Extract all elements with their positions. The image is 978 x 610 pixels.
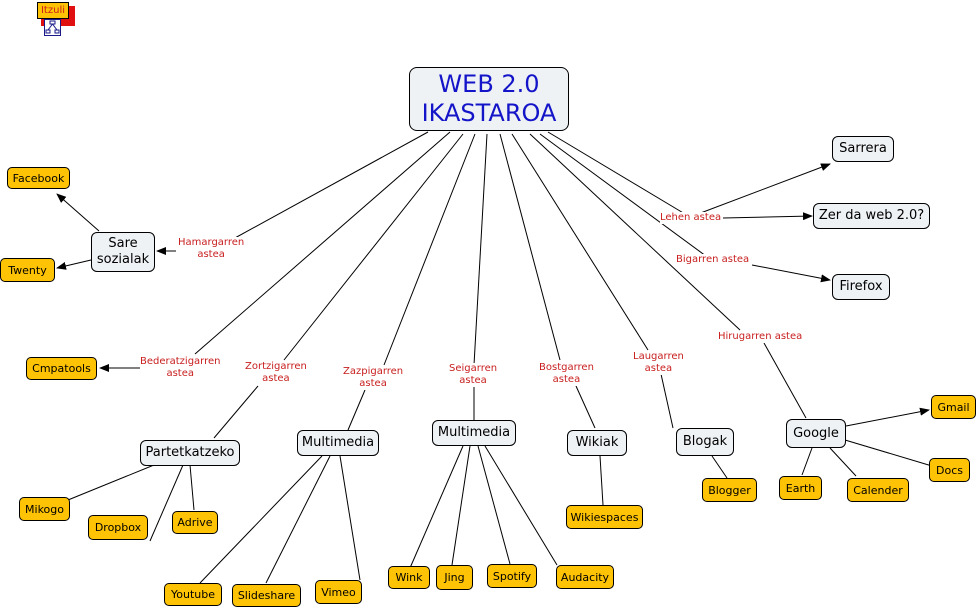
tool-wink[interactable]: Wink	[388, 566, 430, 589]
link-label-text: Lehen astea	[660, 212, 722, 223]
concept-label: Wikiak	[575, 435, 619, 450]
concept-label: Blogak	[682, 434, 728, 449]
concept-firefox[interactable]: Firefox	[832, 274, 890, 300]
link-label-line1: Bederatzigarren	[140, 356, 221, 367]
link-label-week8: Zortzigarren astea	[245, 361, 307, 385]
tool-label: Youtube	[171, 588, 215, 601]
tool-label: Jing	[444, 571, 465, 584]
link-label-line1: Laugarren	[633, 351, 684, 362]
root-title-line2: IKASTAROA	[421, 99, 557, 127]
tool-label: Audacity	[560, 570, 610, 584]
concept-multimedia-week7[interactable]: Multimedia	[297, 430, 379, 456]
link-label-week6: Seigarren astea	[449, 363, 498, 387]
concept-label-line1: Sare	[108, 236, 138, 251]
link-label-line2: astea	[459, 375, 487, 386]
root-node[interactable]: WEB 2.0 IKASTAROA	[409, 67, 569, 131]
tool-label: Facebook	[12, 171, 65, 185]
concept-blogak[interactable]: Blogak	[676, 428, 734, 456]
link-label-line2: astea	[262, 373, 290, 384]
tool-facebook[interactable]: Facebook	[7, 167, 70, 189]
concept-sarrera[interactable]: Sarrera	[832, 136, 894, 162]
concept-label-line2: sozialak	[96, 252, 150, 267]
tool-label: Wink	[395, 571, 423, 584]
tool-label: Wikiespaces	[570, 510, 639, 524]
tool-vimeo[interactable]: Vimeo	[315, 580, 362, 604]
link-label-week1: Lehen astea	[660, 212, 722, 224]
concept-label: Multimedia	[437, 425, 511, 440]
tool-earth[interactable]: Earth	[779, 476, 822, 500]
tool-jing[interactable]: Jing	[436, 565, 473, 590]
tool-label: Gmail	[937, 400, 970, 414]
tool-audacity[interactable]: Audacity	[556, 565, 614, 589]
link-label-line1: Bostgarren	[539, 362, 594, 373]
tool-label: Vimeo	[321, 585, 356, 599]
link-label-week10: Hamargarren astea	[178, 237, 245, 261]
concept-label: Partetkatzeko	[145, 445, 235, 460]
link-label-line2: astea	[359, 378, 387, 389]
concept-wikiak[interactable]: Wikiak	[567, 430, 627, 456]
concept-label: Google	[793, 425, 839, 441]
tool-wikiespaces[interactable]: Wikiespaces	[566, 505, 643, 529]
link-label-line2: astea	[552, 374, 581, 385]
link-label-line1: Zortzigarren	[245, 361, 307, 372]
concept-label: Firefox	[839, 279, 883, 294]
concept-zer-da-web[interactable]: Zer da web 2.0?	[813, 203, 930, 229]
link-label-week9: Bederatzigarren astea	[140, 356, 221, 380]
tool-label: Twenty	[8, 263, 47, 277]
tool-blogger[interactable]: Blogger	[702, 478, 757, 502]
link-label-text: Hirugarren astea	[718, 331, 803, 342]
link-label-line2: astea	[166, 368, 195, 379]
link-label-line1: Seigarren	[449, 363, 498, 374]
tool-youtube[interactable]: Youtube	[164, 583, 222, 606]
tool-label: Docs	[936, 463, 963, 477]
tool-label: Earth	[785, 481, 816, 495]
tool-gmail[interactable]: Gmail	[931, 395, 976, 419]
link-label-line1: Zazpigarren	[343, 366, 404, 377]
tool-cmpatools[interactable]: Cmpatools	[26, 357, 97, 380]
link-label-week2: Bigarren astea	[676, 254, 750, 266]
tool-slideshare[interactable]: Slideshare	[232, 584, 301, 607]
tool-calender[interactable]: Calender	[847, 478, 909, 502]
concept-map-icon[interactable]	[44, 19, 61, 36]
link-label-line2: astea	[644, 363, 673, 374]
concept-google[interactable]: Google	[786, 419, 846, 448]
tool-mikogo[interactable]: Mikogo	[19, 497, 70, 521]
link-label-line1: Hamargarren	[178, 237, 245, 248]
tool-twenty[interactable]: Twenty	[0, 258, 55, 282]
concept-multimedia-week6[interactable]: Multimedia	[432, 420, 516, 446]
root-title-line1: WEB 2.0	[438, 70, 540, 98]
tool-label: Blogger	[708, 483, 751, 497]
tool-label: Slideshare	[237, 589, 296, 602]
tool-label: Dropbox	[94, 521, 142, 534]
concept-label: Multimedia	[301, 435, 375, 450]
concept-label: Zer da web 2.0?	[818, 208, 925, 223]
concept-label: Sarrera	[839, 141, 887, 156]
concept-partetkatzeko[interactable]: Partetkatzeko	[140, 440, 240, 466]
tool-label: Adrive	[177, 516, 213, 529]
tool-spotify[interactable]: Spotify	[487, 564, 537, 588]
tool-docs[interactable]: Docs	[929, 458, 970, 482]
back-button-label: Itzuli	[37, 2, 69, 19]
tool-label: Calender	[853, 483, 903, 497]
link-label-line2: astea	[197, 249, 225, 260]
tool-adrive[interactable]: Adrive	[172, 511, 218, 534]
link-label-week3: Hirugarren astea	[718, 331, 803, 343]
concept-sare-sozialak[interactable]: Sare sozialak	[91, 232, 155, 272]
tool-dropbox[interactable]: Dropbox	[88, 515, 148, 540]
tool-label: Spotify	[492, 569, 532, 583]
tool-label: Mikogo	[25, 502, 64, 516]
link-label-text: Bigarren astea	[676, 254, 750, 265]
tool-label: Cmpatools	[32, 362, 91, 375]
link-label-week5: Bostgarren astea	[539, 362, 594, 386]
link-label-week7: Zazpigarren astea	[343, 366, 404, 390]
link-label-week4: Laugarren astea	[633, 351, 684, 375]
